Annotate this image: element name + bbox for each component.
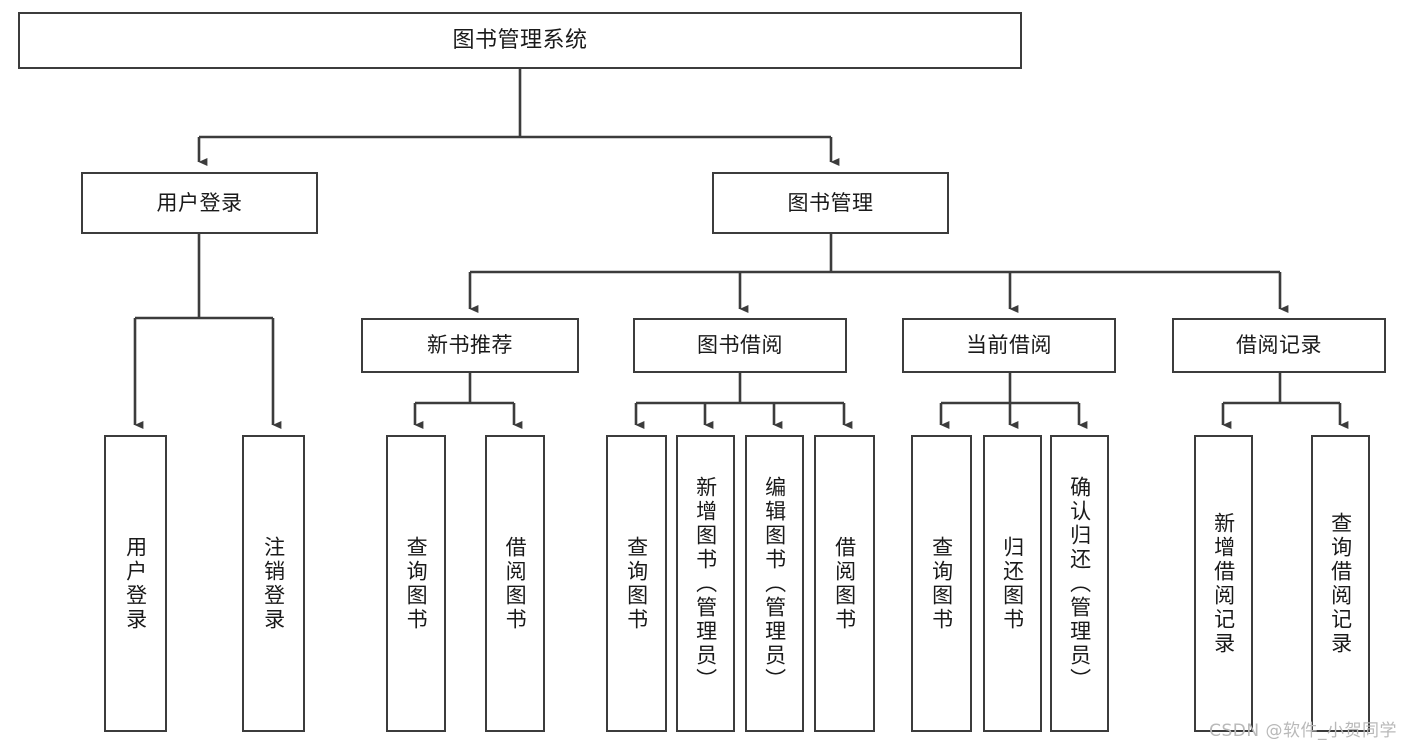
node-label: 编辑图书（管理员） xyxy=(762,475,787,692)
edges-newbook-to-leaves xyxy=(413,373,523,430)
node-label: 当前借阅 xyxy=(966,333,1052,358)
node-label: 确认归还（管理员） xyxy=(1067,475,1092,692)
edges-bookborrow-to-leaves xyxy=(634,373,853,430)
node-label: 借阅记录 xyxy=(1236,333,1322,358)
node-label: 新书推荐 xyxy=(427,333,513,358)
node-label: 图书管理系统 xyxy=(452,27,588,53)
node-current-borrow[interactable]: 当前借阅 xyxy=(902,318,1116,373)
node-leaf-logout-login[interactable]: 注销登录 xyxy=(242,435,305,732)
node-label: 新增借阅记录 xyxy=(1211,511,1236,656)
node-new-book-recommend[interactable]: 新书推荐 xyxy=(361,318,579,373)
edges-borrowrecord-to-leaves xyxy=(1221,373,1349,430)
node-leaf-user-login[interactable]: 用户登录 xyxy=(104,435,167,732)
node-label: 用户登录 xyxy=(156,190,243,215)
node-label: 图书借阅 xyxy=(697,333,783,358)
edges-userlogin-to-leaves xyxy=(133,234,282,430)
node-leaf-borrow-book-2[interactable]: 借阅图书 xyxy=(814,435,875,732)
node-label: 查询借阅记录 xyxy=(1328,511,1353,656)
node-user-login[interactable]: 用户登录 xyxy=(81,172,318,234)
node-leaf-add-book[interactable]: 新增图书（管理员） xyxy=(676,435,735,732)
node-label: 注销登录 xyxy=(261,535,286,632)
node-borrow-record[interactable]: 借阅记录 xyxy=(1172,318,1386,373)
node-label: 归还图书 xyxy=(1000,535,1025,632)
edges-root-to-level2 xyxy=(197,69,840,167)
node-leaf-confirm-return[interactable]: 确认归还（管理员） xyxy=(1050,435,1109,732)
node-label: 借阅图书 xyxy=(832,535,857,632)
node-leaf-add-record[interactable]: 新增借阅记录 xyxy=(1194,435,1253,732)
edges-bookmanage-to-level3 xyxy=(468,234,1289,314)
node-leaf-borrow-book-1[interactable]: 借阅图书 xyxy=(485,435,545,732)
node-label: 查询图书 xyxy=(929,535,954,632)
node-label: 借阅图书 xyxy=(503,535,528,632)
node-label: 用户登录 xyxy=(123,535,148,632)
edges-currentborrow-to-leaves xyxy=(939,373,1088,430)
node-label: 查询图书 xyxy=(404,535,429,632)
node-leaf-query-record[interactable]: 查询借阅记录 xyxy=(1311,435,1370,732)
node-root-book-management-system[interactable]: 图书管理系统 xyxy=(18,12,1022,69)
node-book-manage[interactable]: 图书管理 xyxy=(712,172,949,234)
csdn-watermark: CSDN @软件_小贺同学 xyxy=(1209,721,1397,741)
node-leaf-return-book[interactable]: 归还图书 xyxy=(983,435,1042,732)
node-label: 查询图书 xyxy=(624,535,649,632)
node-label: 新增图书（管理员） xyxy=(693,475,718,692)
node-leaf-query-book-3[interactable]: 查询图书 xyxy=(911,435,972,732)
node-label: 图书管理 xyxy=(787,190,874,215)
node-book-borrow[interactable]: 图书借阅 xyxy=(633,318,847,373)
node-leaf-query-book-2[interactable]: 查询图书 xyxy=(606,435,667,732)
node-leaf-query-book-1[interactable]: 查询图书 xyxy=(386,435,446,732)
node-leaf-edit-book[interactable]: 编辑图书（管理员） xyxy=(745,435,804,732)
